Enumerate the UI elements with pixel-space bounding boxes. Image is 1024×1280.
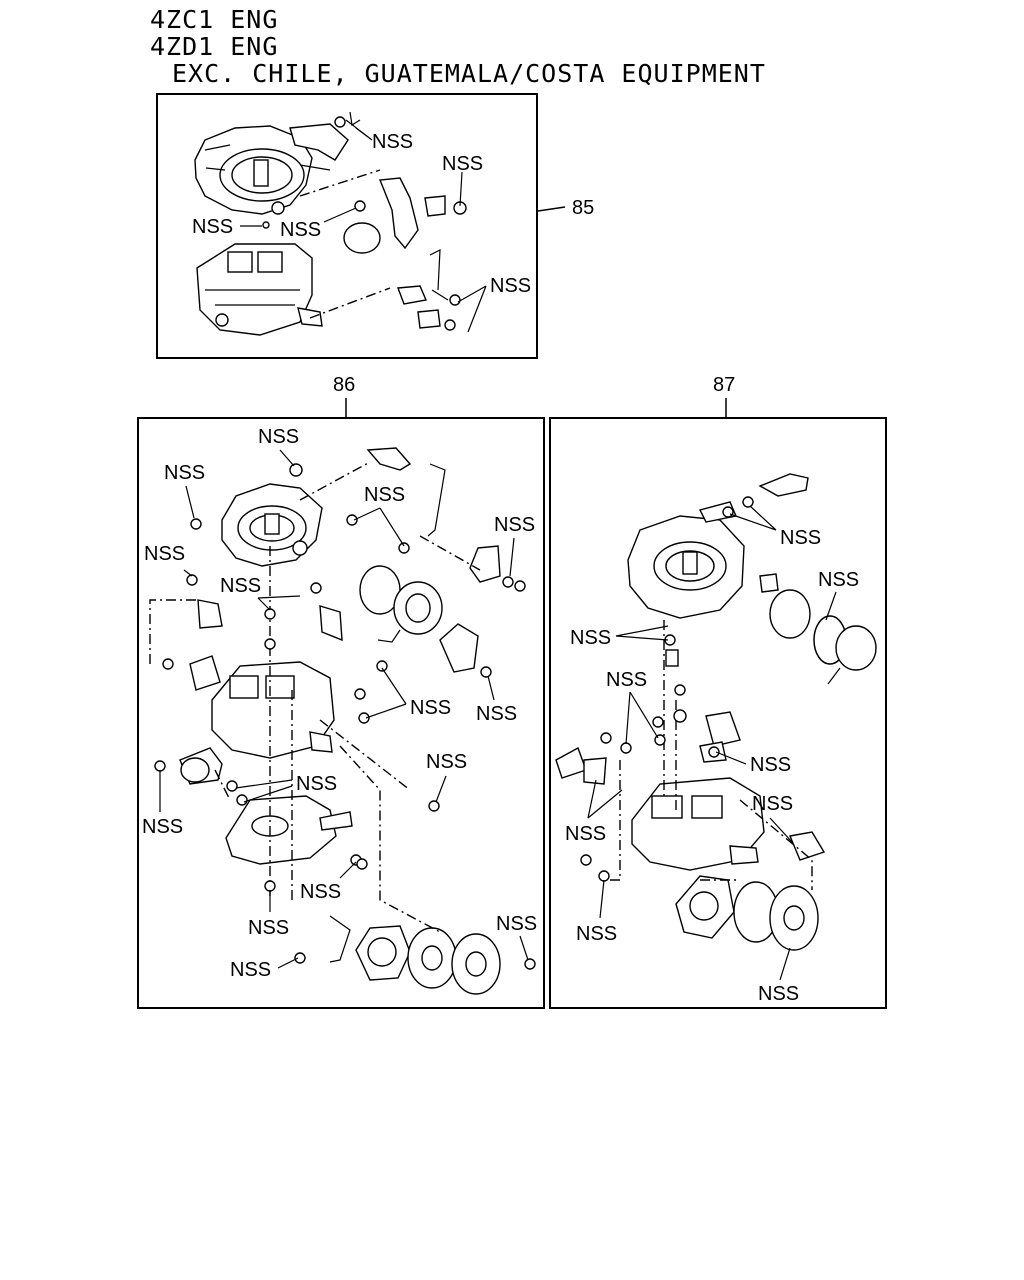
nss-label: NSS bbox=[192, 216, 233, 238]
nss-label: NSS bbox=[818, 569, 859, 591]
nss-label: NSS bbox=[490, 275, 531, 297]
nss-label: NSS bbox=[780, 527, 821, 549]
nss-label: NSS bbox=[142, 816, 183, 838]
ref-number-85[interactable]: 85 bbox=[572, 197, 594, 219]
nss-label: NSS bbox=[494, 514, 535, 536]
assembly-lines-87 bbox=[600, 620, 813, 890]
nss-label: NSS bbox=[296, 773, 337, 795]
pump-covers-87 bbox=[675, 875, 819, 951]
equipment-note: EXC. CHILE, GUATEMALA/COSTA EQUIPMENT bbox=[172, 59, 766, 88]
panel-86-frame bbox=[137, 417, 545, 1009]
engine-model-2: 4ZD1 ENG bbox=[150, 32, 279, 61]
nss-label: NSS bbox=[372, 131, 413, 153]
ref-number-86[interactable]: 86 bbox=[333, 374, 355, 396]
base-plate-86 bbox=[225, 795, 353, 865]
nss-label: NSS bbox=[258, 426, 299, 448]
nss-label: NSS bbox=[496, 913, 537, 935]
nss-callouts-86: NSS NSS NSS NSS NSS NSS NSS NSS NSS NSS … bbox=[142, 426, 537, 981]
panel-85: 85 bbox=[156, 93, 594, 359]
nss-label: NSS bbox=[248, 917, 289, 939]
nss-label: NSS bbox=[565, 823, 606, 845]
carburetor-cover-87 bbox=[627, 473, 809, 619]
diaphragm-87 bbox=[759, 573, 877, 685]
pump-covers-86 bbox=[329, 915, 501, 995]
nss-label: NSS bbox=[300, 881, 341, 903]
nss-label: NSS bbox=[750, 754, 791, 776]
hardware-86 bbox=[154, 463, 536, 970]
panel-85-frame bbox=[156, 93, 538, 359]
nss-label: NSS bbox=[606, 669, 647, 691]
bracket-86 bbox=[299, 447, 501, 583]
nss-label: NSS bbox=[758, 983, 799, 1005]
diagram-header: 4ZC1 ENG 4ZD1 ENG EXC. CHILE, GUATEMALA/… bbox=[150, 6, 766, 87]
carburetor-body-85 bbox=[196, 243, 323, 336]
ref-number-87[interactable]: 87 bbox=[713, 374, 735, 396]
nss-label: NSS bbox=[220, 575, 261, 597]
nss-callouts-87: NSS NSS NSS NSS NSS NSS NSS NSS NSS bbox=[565, 505, 859, 1005]
panel-87: 87 bbox=[549, 374, 887, 1009]
nss-label: NSS bbox=[576, 923, 617, 945]
diaphragm-86 bbox=[359, 565, 479, 673]
nss-label: NSS bbox=[230, 959, 271, 981]
nss-label: NSS bbox=[752, 793, 793, 815]
engine-model-1: 4ZC1 ENG bbox=[150, 5, 279, 34]
carburetor-body-86 bbox=[189, 599, 343, 759]
assembly-lines-86 bbox=[149, 546, 441, 933]
carburetor-body-87 bbox=[555, 711, 826, 871]
linkage-85 bbox=[262, 111, 467, 331]
nss-label: NSS bbox=[410, 697, 451, 719]
nss-label: NSS bbox=[364, 484, 405, 506]
nss-label: NSS bbox=[144, 543, 185, 565]
carburetor-cover-85 bbox=[194, 123, 349, 215]
nss-label: NSS bbox=[476, 703, 517, 725]
panel-87-frame bbox=[549, 417, 887, 1009]
carburetor-cover-86 bbox=[221, 483, 323, 567]
nss-label: NSS bbox=[442, 153, 483, 175]
panel-86: 86 bbox=[137, 374, 545, 1009]
nss-label: NSS bbox=[280, 219, 321, 241]
solenoid-86 bbox=[179, 747, 223, 785]
nss-label: NSS bbox=[426, 751, 467, 773]
nss-callouts-85: NSS NSS NSS NSS NSS bbox=[192, 119, 531, 333]
nss-label: NSS bbox=[570, 627, 611, 649]
nss-label: NSS bbox=[164, 462, 205, 484]
